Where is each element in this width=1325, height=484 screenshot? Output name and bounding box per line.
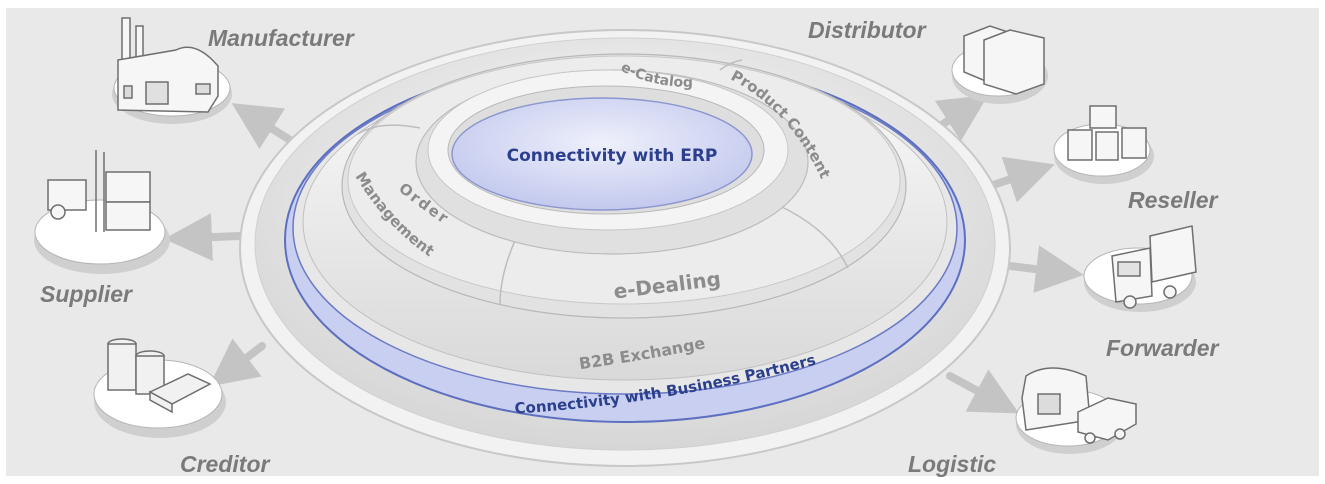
truck-window — [1117, 261, 1141, 277]
money-icon — [107, 338, 212, 414]
banknote-stack — [149, 390, 173, 414]
box — [1089, 105, 1117, 129]
truck-wheel — [1163, 285, 1177, 299]
creditor-label: Creditor — [180, 451, 271, 477]
factory-door — [145, 81, 169, 105]
arrow-reseller — [986, 156, 1055, 203]
small-boxes-icon — [1067, 105, 1147, 161]
supplier-node: Supplier — [34, 150, 170, 307]
core-disc — [451, 97, 753, 211]
factory-chimney — [121, 17, 131, 65]
truck-wheel — [1123, 295, 1137, 309]
logistic-label: Logistic — [908, 451, 996, 477]
arrow-logistic — [946, 369, 1020, 414]
supplier-label: Supplier — [40, 281, 133, 307]
segment-divider — [357, 124, 421, 135]
forklift-body — [47, 179, 87, 211]
arrow-forwarder — [1006, 245, 1084, 293]
warehouse-icon — [1021, 367, 1137, 444]
boxes-icon — [963, 25, 1045, 95]
arrow-supplier — [164, 213, 244, 262]
factory-icon — [117, 17, 219, 113]
truck-wheel — [1114, 428, 1126, 440]
box — [1067, 129, 1093, 161]
manufacturer-node: Manufacturer — [112, 17, 355, 124]
forwarder-label: Forwarder — [1106, 335, 1220, 361]
reseller-node: Reseller — [1053, 105, 1219, 213]
box — [1095, 131, 1119, 161]
truck-icon — [1111, 225, 1197, 309]
distributor-node: Distributor — [808, 17, 1048, 104]
logistic-node: Logistic — [908, 367, 1137, 477]
forklift-icon — [47, 150, 151, 232]
segment-divider — [779, 205, 849, 269]
factory-window — [195, 83, 211, 95]
coin-stack — [107, 343, 137, 391]
factory-window — [123, 85, 133, 99]
factory-building — [117, 46, 219, 113]
reseller-label: Reseller — [1128, 187, 1219, 213]
arrow-creditor — [208, 338, 266, 387]
forwarder-node: Forwarder — [1083, 225, 1220, 361]
segment-divider — [719, 59, 743, 71]
supplier-box — [105, 171, 151, 203]
supplier-box — [105, 201, 151, 231]
box — [1121, 127, 1147, 159]
distributor-label: Distributor — [808, 17, 927, 43]
truck-cargo — [1149, 225, 1197, 283]
box — [983, 29, 1045, 95]
manufacturer-label: Manufacturer — [208, 25, 355, 51]
creditor-node: Creditor — [93, 338, 271, 477]
arrow-distributor — [934, 95, 989, 142]
arrow-manufacturer — [231, 103, 294, 150]
forklift-wheel — [50, 204, 66, 220]
connection-arrows — [164, 95, 1084, 414]
truck-wheel — [1084, 432, 1096, 444]
core-label: Connectivity with ERP — [507, 146, 718, 166]
warehouse-door — [1037, 393, 1061, 415]
